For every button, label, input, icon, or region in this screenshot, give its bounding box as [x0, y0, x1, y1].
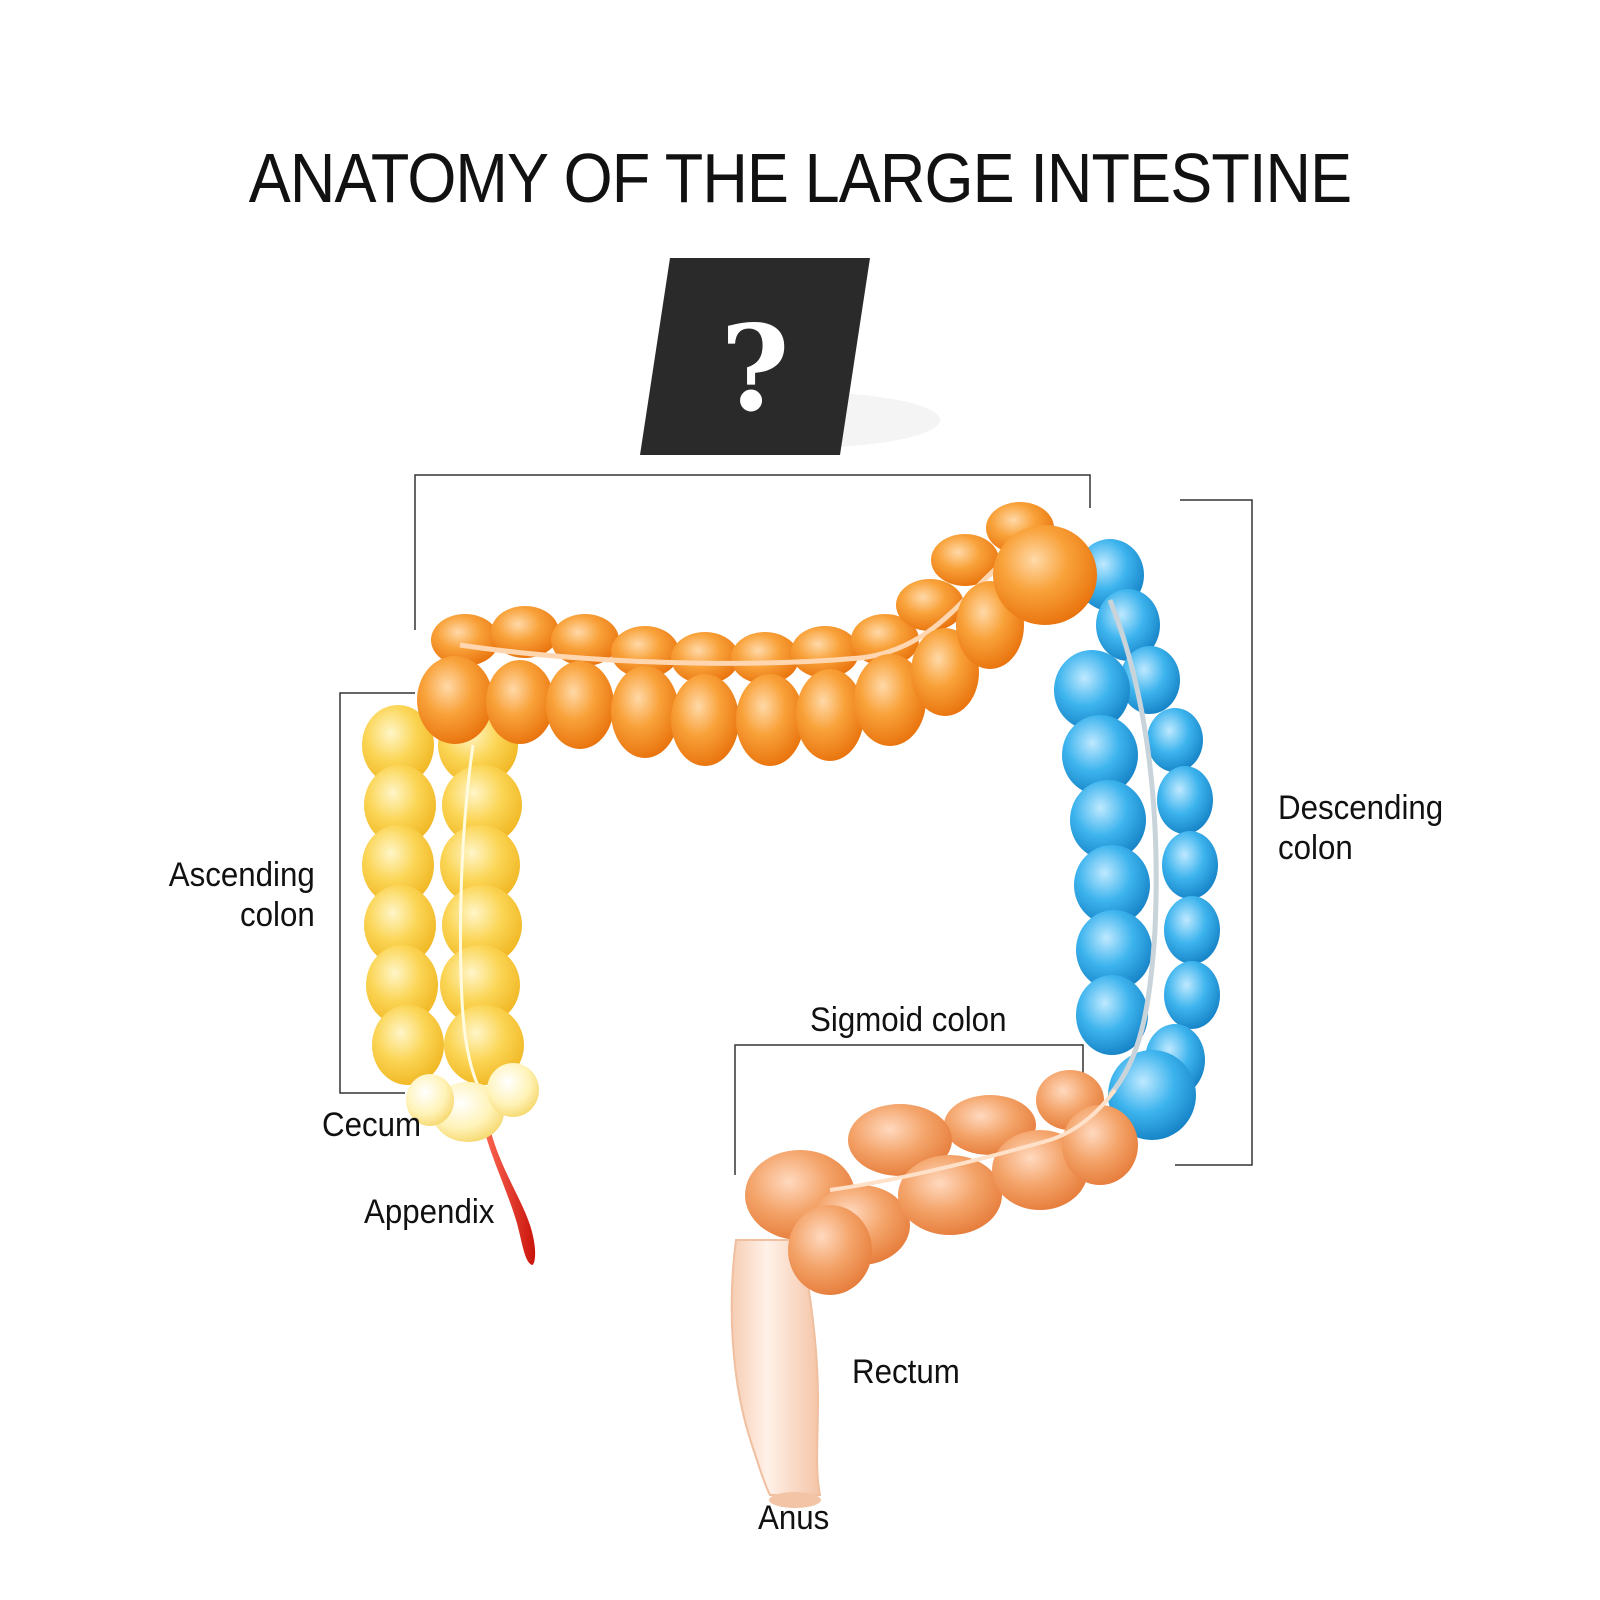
label-ascending-colon: Ascending colon [168, 856, 315, 934]
transverse-haustrum [851, 614, 919, 666]
sigmoid-bracket [734, 1044, 1084, 1175]
transverse-haustrum [417, 656, 493, 744]
question-mark: ? [720, 299, 789, 438]
descending-haustrum [1054, 650, 1130, 730]
descending-haustrum [1164, 896, 1220, 964]
ascending-haustrum [364, 885, 436, 965]
ascending-haustrum [362, 705, 434, 785]
descending-bracket [1175, 499, 1253, 1166]
sigmoid-haustrum [898, 1155, 1002, 1235]
descending-haustrum [1157, 766, 1213, 834]
appendix-shape [483, 1118, 536, 1265]
ascending-colon-shape [362, 705, 524, 1091]
descending-haustrum [1074, 845, 1150, 925]
transverse-haustrum [993, 525, 1097, 625]
transverse-haustrum [671, 674, 739, 766]
descending-haustrum [1162, 831, 1218, 899]
transverse-haustrum [611, 626, 679, 678]
descending-haustrum [1147, 708, 1203, 772]
sigmoid-haustrum [848, 1104, 952, 1176]
descending-colon-shape [1054, 539, 1220, 1140]
label-appendix: Appendix [364, 1193, 495, 1231]
rectum-shape [730, 1239, 822, 1508]
label-sigmoid-colon: Sigmoid colon [810, 1001, 1007, 1039]
descending-haustrum [1076, 910, 1152, 990]
transverse-haustrum [486, 660, 554, 744]
label-brackets [339, 474, 1253, 1175]
transverse-haustrum [896, 579, 964, 631]
ascending-bracket [339, 692, 415, 1094]
ascending-haustrum [372, 1005, 444, 1085]
label-descending-colon: Descending colon [1278, 789, 1444, 867]
transverse-haustrum [911, 628, 979, 716]
transverse-haustrum [731, 632, 799, 684]
transverse-haustrum [611, 666, 679, 758]
sigmoid-haustrum [1062, 1105, 1138, 1185]
ascending-haustrum [362, 825, 434, 905]
transverse-haustrum [736, 674, 804, 766]
transverse-bracket [414, 474, 1091, 630]
label-rectum: Rectum [852, 1353, 960, 1391]
transverse-haustrum [931, 534, 999, 586]
transverse-haustrum [796, 669, 864, 761]
descending-haustrum [1076, 975, 1148, 1055]
ascending-haustrum [364, 765, 436, 845]
ascending-haustrum [366, 945, 438, 1025]
transverse-haustrum [431, 614, 499, 666]
transverse-haustrum [491, 606, 559, 658]
transverse-haustrum [791, 626, 859, 678]
sigmoid-colon-shape [745, 1070, 1138, 1295]
transverse-haustrum [546, 661, 614, 749]
descending-haustrum [1062, 715, 1138, 795]
descending-haustrum [1108, 1050, 1196, 1140]
cecum-shape [406, 1063, 539, 1142]
transverse-haustrum [854, 654, 926, 746]
transverse-haustrum [551, 614, 619, 666]
sigmoid-haustrum [788, 1205, 872, 1295]
label-cecum: Cecum [322, 1106, 422, 1144]
descending-haustrum [1164, 961, 1220, 1029]
descending-haustrum [1120, 646, 1180, 714]
transverse-haustrum [671, 632, 739, 684]
diagram-title: ANATOMY OF THE LARGE INTESTINE [248, 139, 1352, 217]
ascending-haustrum [442, 765, 522, 845]
transverse-colon-shape [417, 502, 1097, 766]
question-box: ? [640, 258, 940, 455]
label-anus: Anus [758, 1499, 830, 1537]
descending-haustrum [1070, 780, 1146, 860]
